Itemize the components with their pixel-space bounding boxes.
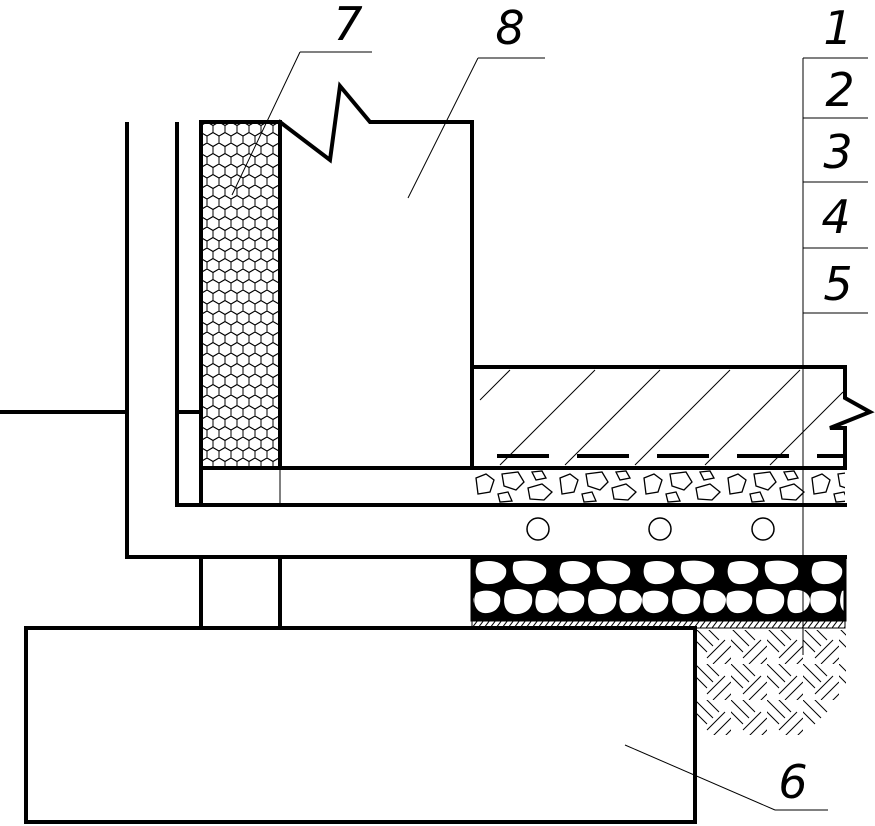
callout-foundation-block: 6 [624, 744, 828, 811]
pipe [526, 517, 550, 541]
layer-label-4: 4 [821, 190, 850, 244]
callout-label-7: 7 [333, 0, 362, 51]
layer-label-column: 1 2 3 4 5 [802, 1, 868, 655]
crushed-stone-layer [472, 559, 845, 620]
pipe [751, 517, 775, 541]
callout-insulation: 7 [231, 0, 372, 196]
heating-pipes [526, 517, 775, 541]
insulation-layer [199, 120, 282, 470]
callout-label-8: 8 [495, 1, 524, 55]
gravel-layer [472, 470, 845, 503]
leveling-band [199, 466, 847, 505]
layer-label-2: 2 [825, 63, 854, 117]
pipe [648, 517, 672, 541]
layer-label-3: 3 [823, 125, 852, 179]
floor-slab [470, 365, 875, 470]
callout-wall: 8 [407, 1, 545, 199]
callout-label-6: 6 [778, 755, 807, 809]
outer-panel-lines [0, 122, 847, 559]
support-posts [199, 555, 282, 630]
wall-section [277, 81, 474, 470]
layer-label-5: 5 [823, 257, 852, 311]
soil-area [697, 630, 846, 735]
layer-label-1: 1 [823, 1, 852, 55]
foundation-block [24, 626, 697, 824]
